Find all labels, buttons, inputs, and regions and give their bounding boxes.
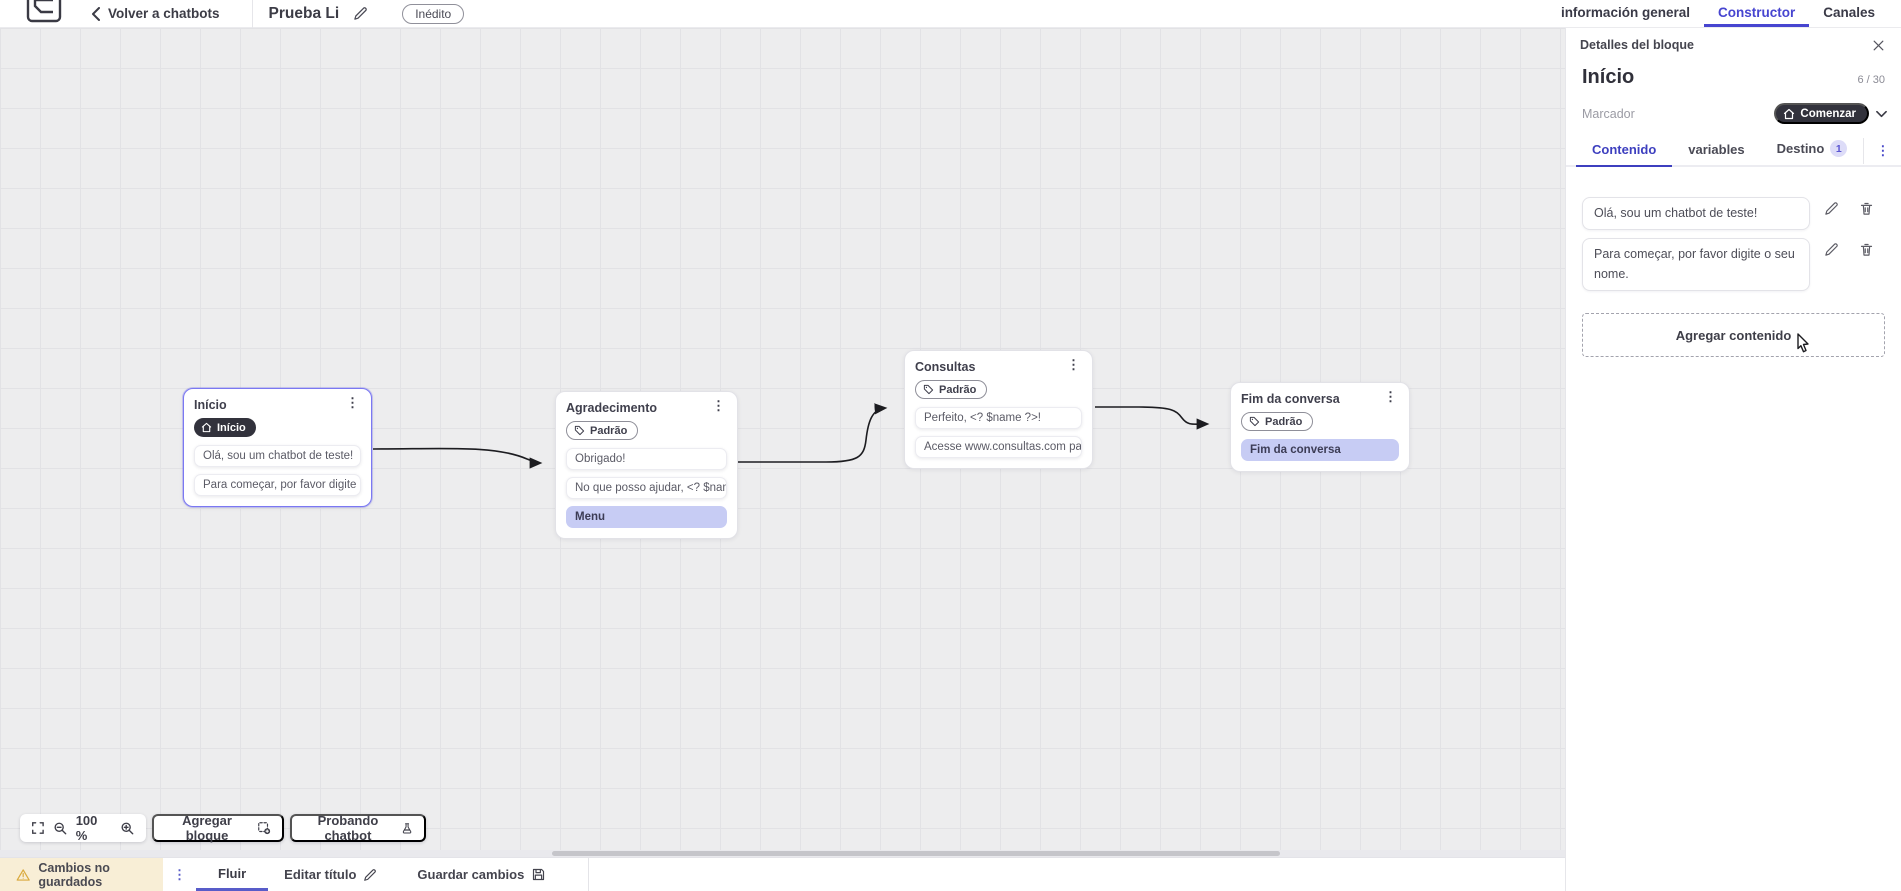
pencil-icon	[364, 868, 377, 881]
node-badge-default: Padrão	[566, 421, 639, 440]
divider	[588, 858, 590, 891]
node-message-item[interactable]: Perfeito, <? $name ?>!	[915, 407, 1082, 429]
edit-chatbot-title-button[interactable]	[353, 6, 368, 21]
node-badge-default: Padrão	[1241, 412, 1314, 431]
flow-canvas[interactable]: Início ⋮ Início Olá, sou um chatbot de t…	[0, 28, 1565, 857]
panel-tabs: Contenido variables Destino 1 ⋮	[1566, 134, 1901, 167]
tab-variables[interactable]: variables	[1688, 142, 1745, 157]
divider	[251, 0, 253, 28]
chatbot-title: Prueba Li	[268, 4, 340, 22]
node-title: Início	[194, 398, 227, 412]
app-logo-icon[interactable]	[25, 0, 63, 26]
node-message-item[interactable]: Obrigado!	[566, 448, 727, 470]
bottom-bar: Cambios no guardados ⋮ Fluir Editar títu…	[0, 857, 1565, 891]
node-badge-default: Padrão	[915, 380, 988, 399]
marker-select-button[interactable]: Comenzar	[1774, 103, 1869, 124]
marker-label: Marcador	[1582, 106, 1635, 121]
scrollbar-thumb[interactable]	[552, 851, 1280, 856]
node-title: Fim da conversa	[1241, 392, 1340, 406]
delete-content-button[interactable]	[1859, 242, 1874, 257]
node-menu-button[interactable]: ⋮	[346, 395, 359, 410]
node-message-item[interactable]: Para começar, por favor digite o ...	[194, 474, 361, 496]
panel-menu-button[interactable]: ⋮	[1876, 143, 1890, 158]
tab-canales[interactable]: Canales	[1823, 4, 1875, 20]
home-icon	[1784, 108, 1795, 119]
trash-icon	[1860, 202, 1873, 215]
tab-informacion-general[interactable]: información general	[1560, 4, 1690, 20]
block-name: Início	[1582, 66, 1635, 88]
node-title: Agradecimento	[566, 401, 657, 415]
block-details-panel: Detalles del bloque Início 6 / 30 Marcad…	[1565, 28, 1901, 891]
pencil-icon	[1825, 202, 1838, 215]
delete-content-button[interactable]	[1859, 201, 1874, 216]
zoom-out-icon[interactable]	[53, 821, 68, 836]
flow-node-agradecimento[interactable]: Agradecimento ⋮ Padrão Obrigado! No que …	[555, 391, 738, 539]
tag-icon	[1249, 416, 1260, 427]
flow-menu-button[interactable]: ⋮	[173, 866, 186, 882]
pencil-icon	[1825, 243, 1838, 257]
flask-icon	[402, 822, 412, 834]
node-title: Consultas	[915, 360, 976, 374]
node-menu-button[interactable]: ⋮	[1067, 357, 1080, 372]
chevron-down-icon[interactable]	[1876, 110, 1887, 118]
fit-view-icon[interactable]	[31, 821, 45, 835]
warning-icon	[16, 868, 30, 881]
edit-content-button[interactable]	[1824, 242, 1839, 257]
edit-content-button[interactable]	[1824, 201, 1839, 216]
node-end-item[interactable]: Fim da conversa	[1241, 439, 1399, 461]
save-changes-button[interactable]: Guardar cambios	[417, 858, 546, 891]
test-chatbot-button[interactable]: Probando chatbot	[290, 813, 426, 843]
top-bar-left: Volver a chatbots Prueba Li Inédito	[0, 0, 465, 28]
add-block-button[interactable]: Agregar bloque	[152, 813, 284, 843]
node-message-item[interactable]: Acesse www.consultas.com par...	[915, 436, 1082, 458]
node-message-item[interactable]: No que posso ajudar, <? $name ...	[566, 477, 727, 499]
add-block-icon	[258, 822, 271, 835]
content-row: Para começar, por favor digite o seu nom…	[1582, 238, 1885, 292]
chevron-left-icon	[92, 6, 100, 21]
tag-icon	[923, 384, 934, 395]
zoom-in-icon[interactable]	[120, 821, 135, 836]
close-panel-button[interactable]	[1872, 39, 1885, 52]
main-tabs: información general Constructor Canales	[1547, 0, 1889, 27]
tab-constructor[interactable]: Constructor	[1703, 0, 1810, 27]
content-row: Olá, sou um chatbot de teste!	[1582, 197, 1885, 231]
destino-count-badge: 1	[1830, 140, 1848, 157]
zoom-level: 100 %	[75, 813, 98, 843]
pencil-icon	[354, 7, 368, 20]
zoom-toolbar: 100 %	[20, 813, 146, 843]
trash-icon	[1860, 244, 1873, 257]
back-label: Volver a chatbots	[108, 6, 220, 21]
content-message[interactable]: Olá, sou um chatbot de teste!	[1582, 197, 1810, 231]
add-content-button[interactable]: Agregar contenido	[1582, 313, 1885, 358]
save-icon	[533, 868, 545, 881]
tab-destino[interactable]: Destino 1	[1761, 134, 1864, 167]
back-to-chatbots-button[interactable]: Volver a chatbots	[91, 6, 220, 21]
divider	[1863, 138, 1865, 164]
node-menu-button[interactable]: ⋮	[1384, 389, 1397, 404]
flow-node-fim-da-conversa[interactable]: Fim da conversa ⋮ Padrão Fim da conversa	[1230, 382, 1410, 472]
unsaved-changes-warning: Cambios no guardados	[0, 858, 163, 891]
content-message[interactable]: Para começar, por favor digite o seu nom…	[1582, 238, 1810, 292]
top-bar: Volver a chatbots Prueba Li Inédito info…	[0, 0, 1901, 28]
close-icon	[1873, 40, 1884, 50]
edit-flow-title-button[interactable]: Editar título	[284, 858, 377, 891]
status-badge: Inédito	[402, 3, 465, 24]
char-counter: 6 / 30	[1857, 74, 1885, 86]
node-message-item[interactable]: Olá, sou um chatbot de teste!	[194, 445, 361, 467]
canvas-horizontal-scrollbar[interactable]	[0, 850, 1565, 857]
node-badge-start: Início	[194, 418, 256, 437]
flow-node-inicio[interactable]: Início ⋮ Início Olá, sou um chatbot de t…	[183, 388, 372, 507]
home-icon	[201, 422, 212, 433]
node-menu-item[interactable]: Menu	[566, 506, 727, 528]
panel-title: Detalles del bloque	[1580, 38, 1694, 52]
node-menu-button[interactable]: ⋮	[712, 398, 725, 413]
flow-node-consultas[interactable]: Consultas ⋮ Padrão Perfeito, <? $name ?>…	[904, 350, 1093, 469]
tag-icon	[574, 425, 585, 436]
tab-contenido[interactable]: Contenido	[1576, 136, 1673, 167]
tab-fluir[interactable]: Fluir	[196, 858, 269, 891]
